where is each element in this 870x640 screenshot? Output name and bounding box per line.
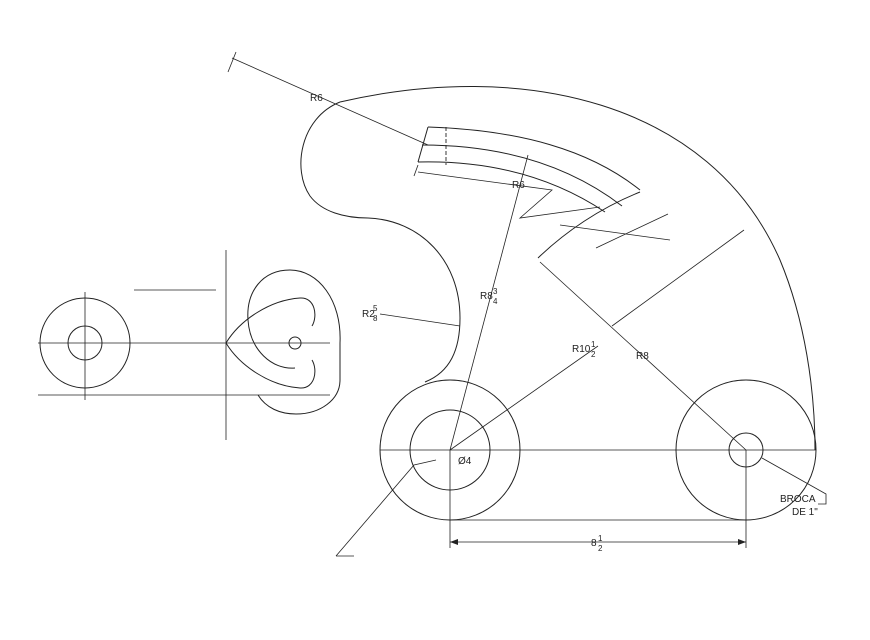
r8-3-4-den: 4 [493,297,498,306]
side-view-twist-outer [247,269,341,369]
drill-note-line1: BROCA [780,494,816,505]
slot-end-left [417,126,429,163]
r8-label: R8 [636,351,649,362]
r8-3-4-label: R8 [480,291,493,302]
base-dim-arrow-right [738,539,746,545]
slot-arc-outer [427,126,641,191]
r10-1-2-leader [449,345,599,451]
side-view-twist-upper [225,297,316,344]
base-dim-num: 1 [598,534,603,543]
r2-arc [367,217,461,383]
r6-inner-leader [417,171,601,219]
r6-outer-tick [227,51,237,73]
r2-5-8-label: R2 [362,309,375,320]
dimensions: R6 R6 R8 3 4 R2 5 8 R10 1 2 R8 Ø4 8 1 2 [227,51,827,557]
r8-3-4-num: 3 [493,287,498,296]
r2-5-8-den: 8 [373,314,378,323]
r10-1-2-den: 2 [591,350,596,359]
slot-arc-middle [421,144,623,207]
r6-outer-label: R6 [310,93,323,104]
main-profile [300,85,817,521]
base-dim-arrow-left [450,539,458,545]
top-left-lobe [300,101,369,219]
r8-leader-a [539,261,747,451]
outer-arc [339,85,816,451]
inner-arc [537,191,641,259]
slot-arc-inner [417,161,606,213]
inner-hatch-1 [595,213,669,249]
inner-hatch-2 [559,224,671,241]
dia4-label: Ø4 [458,456,472,467]
r6-outer-leader [231,57,429,146]
r10-1-2-label: R10 [572,344,591,355]
drill-leader [761,457,827,505]
r8-3-4-leader [449,154,529,451]
r10-1-2-num: 1 [591,340,596,349]
r8-leader-b [611,229,745,327]
dia4-leader [335,459,437,557]
r6-inner-label: R6 [512,180,525,191]
side-view [38,250,341,440]
drill-note-line2: DE 1" [792,507,818,518]
slot-tick [413,164,419,177]
side-view-small-hole [288,336,302,350]
side-view-twist-lower [225,342,316,389]
base-dim-whole: 8 [591,538,597,549]
base-dim-den: 2 [598,544,603,553]
side-view-twist-bottom [257,343,341,415]
r2-5-8-num: 5 [373,304,378,313]
r2-5-8-leader [379,313,461,327]
